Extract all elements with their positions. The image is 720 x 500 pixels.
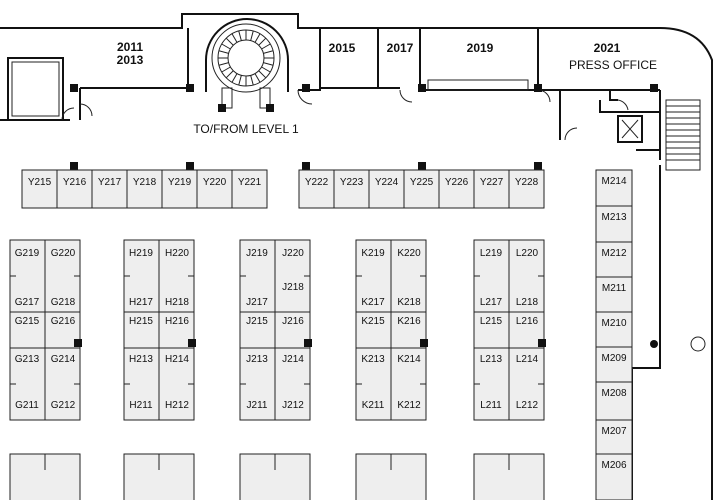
booth-k214: K214	[397, 354, 421, 365]
booth-g217: G217	[15, 297, 40, 308]
booth-y224: Y224	[375, 177, 399, 188]
y-row-booths: Y215 Y216 Y217 Y218 Y219 Y220 Y221 Y222 Y223 Y224…	[21, 162, 545, 209]
booth-j215: J215	[246, 316, 268, 327]
booth-m212: M212	[601, 248, 626, 259]
booth-m207: M207	[601, 426, 626, 437]
room-2013-label: 2013	[117, 53, 144, 67]
booth-h218: H218	[165, 297, 189, 308]
booth-y219: Y219	[168, 177, 192, 188]
booth-j220: J220	[282, 248, 304, 259]
booth-y225: Y225	[410, 177, 434, 188]
booth-l216: L216	[516, 316, 539, 327]
booth-g216: G216	[51, 316, 76, 327]
booth-h211: H211	[129, 400, 153, 411]
booth-y216: Y216	[63, 177, 87, 188]
booth-g220: G220	[51, 248, 76, 259]
booth-j216: J216	[282, 316, 304, 327]
booth-h220: H220	[165, 248, 189, 259]
booth-m208: M208	[601, 388, 626, 399]
booth-l215: L215	[480, 316, 503, 327]
booth-y222: Y222	[305, 177, 329, 188]
booth-m211: M211	[602, 283, 627, 294]
booth-g215: G215	[15, 316, 40, 327]
booth-g213: G213	[15, 354, 40, 365]
booth-m209: M209	[601, 353, 626, 364]
booth-y223: Y223	[340, 177, 364, 188]
booth-h212: H212	[165, 400, 189, 411]
booth-y215: Y215	[28, 177, 52, 188]
booth-y227: Y227	[480, 177, 504, 188]
booth-m214: M214	[601, 176, 626, 187]
booth-m210: M210	[601, 318, 626, 329]
booth-g214: G214	[51, 354, 76, 365]
booth-l218: L218	[516, 297, 539, 308]
press-office-label: PRESS OFFICE	[569, 58, 657, 72]
room-2019-label: 2019	[467, 41, 494, 55]
top-walls	[0, 13, 713, 500]
booth-l212: L212	[516, 400, 539, 411]
booth-h213: H213	[129, 354, 153, 365]
booth-l213: L213	[480, 354, 503, 365]
booth-j212: J212	[282, 400, 304, 411]
room-2011-label: 2011	[117, 40, 143, 54]
booth-j213: J213	[246, 354, 268, 365]
booth-h215: H215	[129, 316, 153, 327]
booth-l211: L211	[480, 400, 502, 411]
room-2021-label: 2021	[594, 41, 621, 55]
booth-k212: K212	[397, 400, 421, 411]
booth-l220: L220	[516, 248, 539, 259]
stairs-icon	[665, 99, 701, 171]
booth-g218: G218	[51, 297, 76, 308]
room-2017-label: 2017	[387, 41, 414, 55]
booth-g211: G211	[15, 400, 39, 411]
spiral-stair-icon	[205, 18, 289, 112]
booth-h214: H214	[165, 354, 189, 365]
stair-level-label: TO/FROM LEVEL 1	[193, 122, 299, 136]
booth-y221: Y221	[238, 177, 262, 188]
booth-y226: Y226	[445, 177, 469, 188]
column-marker-icon	[650, 340, 658, 348]
booth-j218: J218	[282, 282, 304, 293]
booth-k211: K211	[362, 400, 385, 411]
booth-j211: J211	[247, 400, 268, 411]
booth-k217: K217	[361, 297, 385, 308]
booth-l217: L217	[480, 297, 503, 308]
booth-y228: Y228	[515, 177, 539, 188]
booth-y220: Y220	[203, 177, 227, 188]
booth-k219: K219	[361, 248, 385, 259]
booth-j219: J219	[246, 248, 268, 259]
booth-k216: K216	[397, 316, 421, 327]
booth-m213: M213	[601, 212, 626, 223]
booth-l219: L219	[480, 248, 503, 259]
booth-y218: Y218	[133, 177, 157, 188]
booth-k218: K218	[397, 297, 421, 308]
booth-j217: J217	[246, 297, 268, 308]
room-2015-label: 2015	[329, 41, 356, 55]
booth-g219: G219	[15, 248, 40, 259]
booth-m206: M206	[601, 460, 626, 471]
booth-l214: L214	[516, 354, 539, 365]
booth-j214: J214	[282, 354, 304, 365]
booth-h216: H216	[165, 316, 189, 327]
column-marker-icon	[690, 336, 706, 352]
booth-h217: H217	[129, 297, 153, 308]
booth-y217: Y217	[98, 177, 122, 188]
booth-k220: K220	[397, 248, 421, 259]
booth-g212: G212	[51, 400, 76, 411]
booth-k215: K215	[361, 316, 385, 327]
booth-h219: H219	[129, 248, 153, 259]
booth-k213: K213	[361, 354, 385, 365]
